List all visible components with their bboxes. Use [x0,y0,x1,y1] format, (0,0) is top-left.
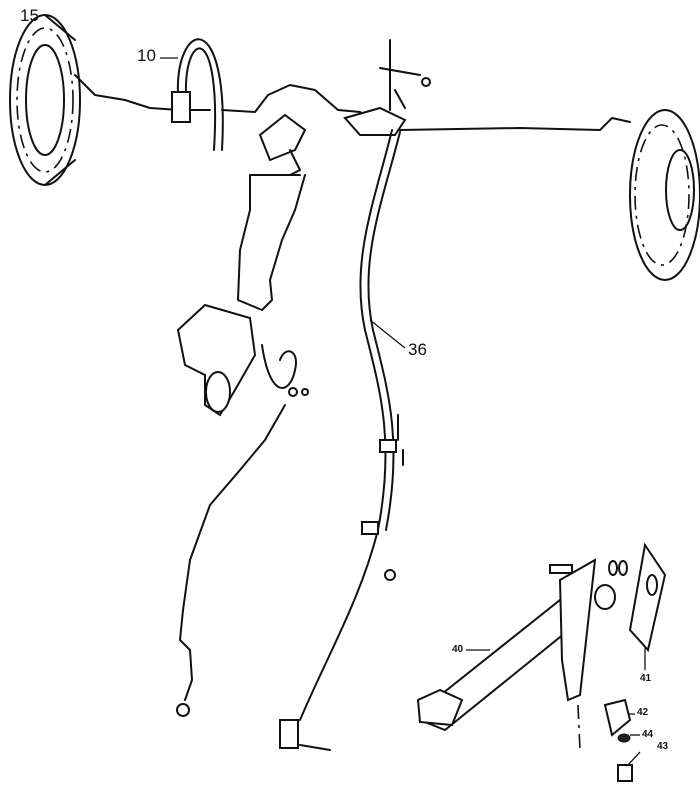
callout-41: 41 [640,673,652,684]
left-brake-disc [9,14,81,186]
callout-40: 40 [452,644,464,655]
callout-36: 36 [408,340,427,359]
callout-43: 43 [657,741,669,752]
brake-line-cross [221,84,631,131]
callout-10: 10 [137,46,156,65]
valve-bracket [176,303,297,417]
brake-line-rear [179,404,286,701]
gasket [628,542,667,653]
bracket [603,698,632,737]
callout-42: 42 [637,707,649,718]
callout-15: 15 [20,6,39,25]
switch [617,764,633,782]
brake-line-valve [237,149,306,311]
handbrake-lever [416,558,628,751]
brake-hose [176,38,224,151]
right-brake-disc [629,109,700,281]
callout-44: 44 [642,729,654,740]
parking-brake-cable [299,129,393,721]
